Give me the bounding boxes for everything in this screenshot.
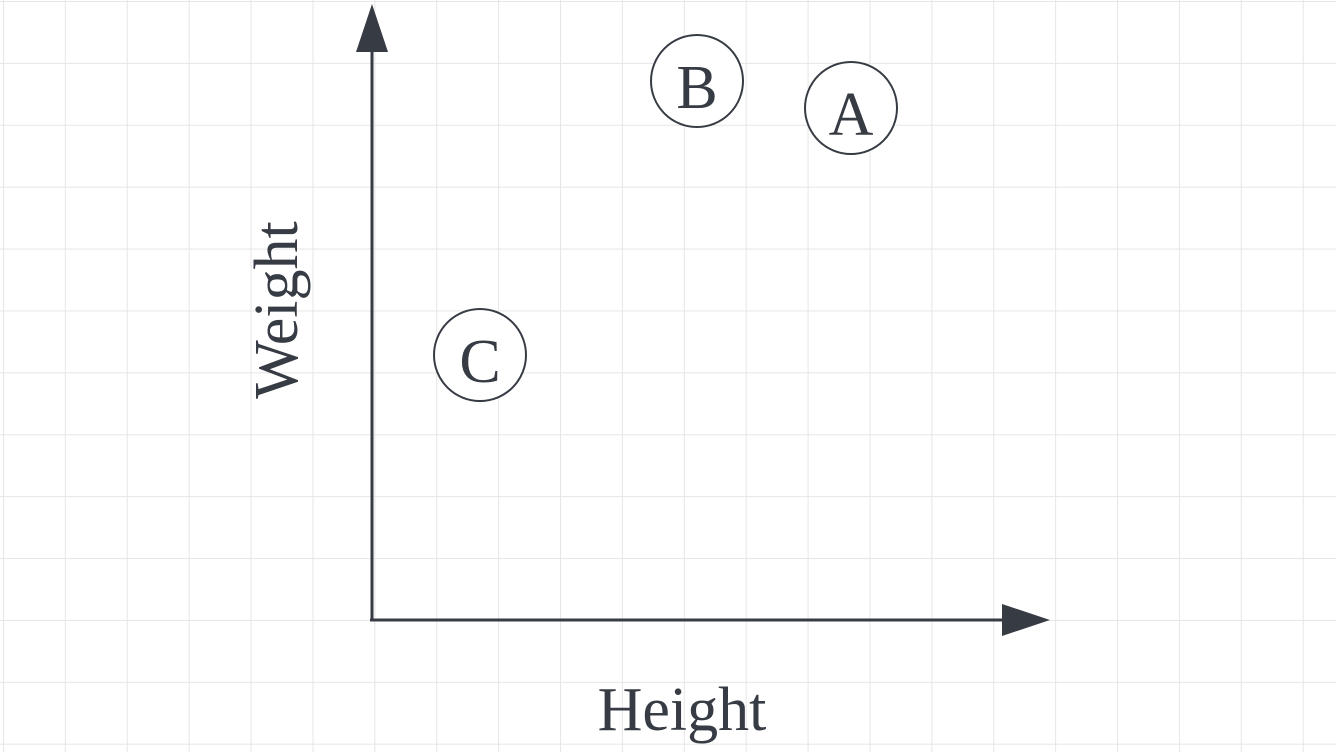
node-c-label: C — [459, 328, 500, 396]
node-b-label: B — [676, 54, 717, 122]
x-axis-label: Height — [598, 676, 767, 744]
node-c: C — [433, 308, 527, 402]
node-c-circle — [433, 308, 527, 402]
node-a: A — [804, 61, 898, 155]
node-b: B — [650, 34, 744, 128]
node-a-label: A — [829, 81, 874, 149]
y-axis-arrowhead — [356, 4, 388, 52]
y-axis-label: Weight — [243, 221, 311, 399]
node-a-circle — [804, 61, 898, 155]
node-b-circle — [650, 34, 744, 128]
x-axis-arrowhead — [1002, 604, 1050, 636]
